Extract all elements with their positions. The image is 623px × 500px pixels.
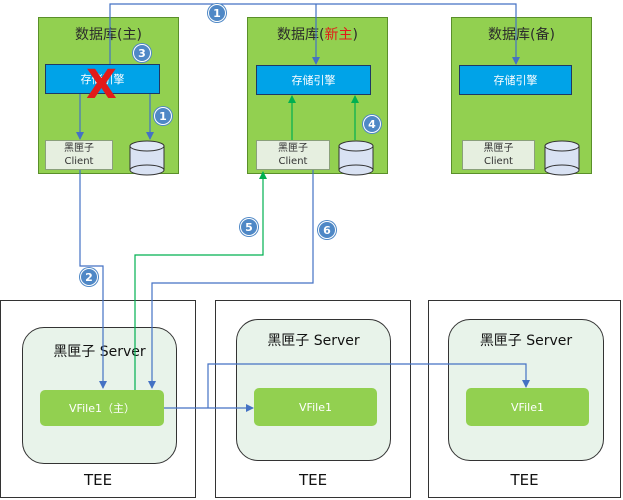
database-new-primary-title: 数据库(新主) bbox=[277, 27, 358, 43]
step-badge-1-side: 1 bbox=[154, 107, 172, 125]
storage-engine-primary: 存储引擎 bbox=[45, 64, 160, 94]
arrow-step6-client-to-vfile bbox=[148, 170, 314, 389]
server-title-2: 黑匣子 Server bbox=[267, 333, 360, 349]
step-badge-1-top: 1 bbox=[208, 4, 226, 22]
step-badge-4: 4 bbox=[363, 115, 381, 133]
storage-cylinder-primary bbox=[129, 140, 165, 176]
arrow-vfile-to-tee3 bbox=[207, 363, 530, 408]
storage-cylinder-standby bbox=[544, 140, 580, 176]
step-badge-3: 3 bbox=[133, 44, 151, 62]
step-badge-2: 2 bbox=[80, 268, 98, 286]
storage-engine-standby: 存储引擎 bbox=[459, 65, 572, 95]
arrow-step2-client-to-vfile bbox=[79, 170, 107, 389]
step-badge-5: 5 bbox=[240, 218, 258, 236]
step-badge-6: 6 bbox=[318, 221, 336, 239]
arrow-step1-replicate bbox=[109, 3, 517, 64]
arrow-step5-vfile-to-client bbox=[134, 171, 267, 390]
vfile-primary: VFile1（主） bbox=[40, 390, 164, 426]
vfile-2: VFile1 bbox=[254, 388, 377, 426]
server-title-1: 黑匣子 Server bbox=[53, 344, 146, 360]
database-primary-title: 数据库(主) bbox=[75, 27, 142, 43]
storage-engine-new-primary: 存储引擎 bbox=[256, 65, 371, 95]
tee-label-3: TEE bbox=[510, 471, 539, 489]
storage-cylinder-new-primary bbox=[338, 140, 374, 176]
tee-label-1: TEE bbox=[83, 471, 113, 489]
vfile-3: VFile1 bbox=[466, 388, 589, 426]
failure-x-mark: X bbox=[86, 62, 117, 108]
database-standby-title: 数据库(备) bbox=[488, 27, 555, 43]
tee-label-2: TEE bbox=[298, 471, 328, 489]
server-title-3: 黑匣子 Server bbox=[479, 333, 573, 349]
